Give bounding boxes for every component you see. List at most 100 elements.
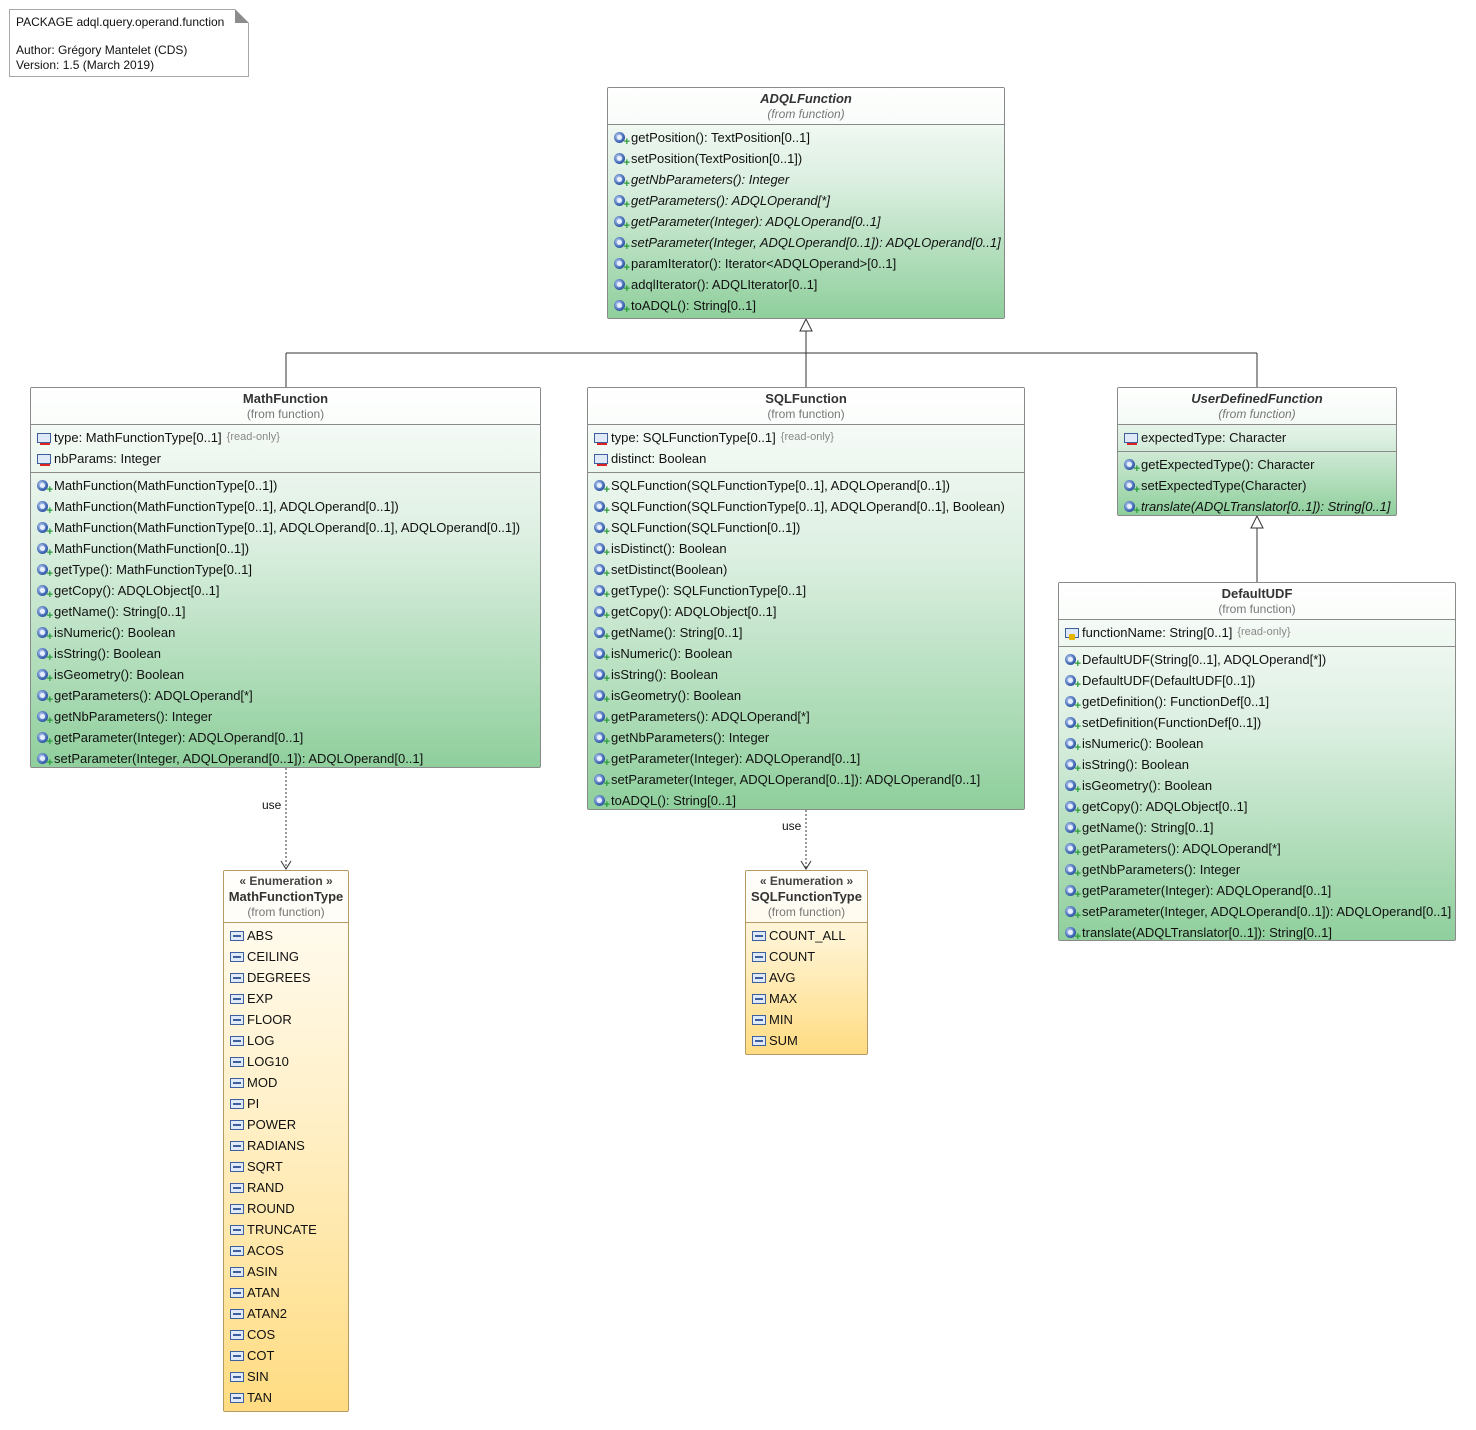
operation-row[interactable]: +DefaultUDF(DefaultUDF[0..1]) xyxy=(1059,670,1455,691)
operation-row[interactable]: +getParameter(Integer): ADQLOperand[0..1… xyxy=(588,748,1024,769)
operation-row[interactable]: +getType(): SQLFunctionType[0..1] xyxy=(588,580,1024,601)
operation-row[interactable]: +getParameters(): ADQLOperand[*] xyxy=(1059,838,1455,859)
operation-row[interactable]: +getType(): MathFunctionType[0..1] xyxy=(31,559,540,580)
operation-row[interactable]: +setParameter(Integer, ADQLOperand[0..1]… xyxy=(588,769,1024,790)
operation-row[interactable]: +getParameters(): ADQLOperand[*] xyxy=(608,190,1004,211)
operation-row[interactable]: +setExpectedType(Character) xyxy=(1118,475,1396,496)
operation-row[interactable]: +getName(): String[0..1] xyxy=(31,601,540,622)
enum-literal[interactable]: FLOOR xyxy=(224,1009,348,1030)
operation-row[interactable]: +getDefinition(): FunctionDef[0..1] xyxy=(1059,691,1455,712)
class-defaultudf[interactable]: DefaultUDF (from function) functionName:… xyxy=(1058,582,1456,943)
operation-row[interactable]: +SQLFunction(SQLFunction[0..1]) xyxy=(588,517,1024,538)
operation-row[interactable]: +setPosition(TextPosition[0..1]) xyxy=(608,148,1004,169)
enum-literal[interactable]: COS xyxy=(224,1324,348,1345)
enum-mathfunctiontype[interactable]: « Enumeration » MathFunctionType (from f… xyxy=(223,870,349,1412)
enum-literal[interactable]: RADIANS xyxy=(224,1135,348,1156)
enum-literal[interactable]: RAND xyxy=(224,1177,348,1198)
operation-row[interactable]: +getCopy(): ADQLObject[0..1] xyxy=(1059,796,1455,817)
operation-row[interactable]: +getNbParameters(): Integer xyxy=(31,706,540,727)
operation-text: getCopy(): ADQLObject[0..1] xyxy=(54,583,220,598)
enum-literal-icon xyxy=(230,1308,244,1319)
operation-row[interactable]: +getNbParameters(): Integer xyxy=(608,169,1004,190)
enum-literal[interactable]: ATAN2 xyxy=(224,1303,348,1324)
operation-row[interactable]: +isString(): Boolean xyxy=(588,664,1024,685)
enum-literal[interactable]: ABS xyxy=(224,925,348,946)
operation-row[interactable]: +translate(ADQLTranslator[0..1]): String… xyxy=(1059,922,1455,943)
operation-row[interactable]: +getParameters(): ADQLOperand[*] xyxy=(31,685,540,706)
attribute-row[interactable]: functionName: String[0..1]{read-only} xyxy=(1059,622,1455,643)
operation-row[interactable]: +getName(): String[0..1] xyxy=(1059,817,1455,838)
operation-row[interactable]: +toADQL(): String[0..1] xyxy=(588,790,1024,811)
enum-literal[interactable]: MIN xyxy=(746,1009,867,1030)
enum-literal[interactable]: SQRT xyxy=(224,1156,348,1177)
enum-literal[interactable]: POWER xyxy=(224,1114,348,1135)
operation-row[interactable]: +isNumeric(): Boolean xyxy=(1059,733,1455,754)
operation-row[interactable]: +setParameter(Integer, ADQLOperand[0..1]… xyxy=(1059,901,1455,922)
operation-row[interactable]: +setDistinct(Boolean) xyxy=(588,559,1024,580)
operation-row[interactable]: +isNumeric(): Boolean xyxy=(31,622,540,643)
attribute-row[interactable]: nbParams: Integer xyxy=(31,448,540,469)
enum-literal[interactable]: COUNT xyxy=(746,946,867,967)
enum-literal[interactable]: MAX xyxy=(746,988,867,1009)
operation-row[interactable]: +setDefinition(FunctionDef[0..1]) xyxy=(1059,712,1455,733)
operation-row[interactable]: +MathFunction(MathFunctionType[0..1], AD… xyxy=(31,496,540,517)
operation-row[interactable]: +MathFunction(MathFunction[0..1]) xyxy=(31,538,540,559)
operation-row[interactable]: +getParameter(Integer): ADQLOperand[0..1… xyxy=(1059,880,1455,901)
attribute-row[interactable]: type: SQLFunctionType[0..1]{read-only} xyxy=(588,427,1024,448)
enum-literal[interactable]: TAN xyxy=(224,1387,348,1408)
class-sqlfunction[interactable]: SQLFunction (from function) type: SQLFun… xyxy=(587,387,1025,810)
enum-literal[interactable]: COUNT_ALL xyxy=(746,925,867,946)
operation-row[interactable]: +adqlIterator(): ADQLIterator[0..1] xyxy=(608,274,1004,295)
enum-literal[interactable]: SUM xyxy=(746,1030,867,1051)
enum-literal[interactable]: COT xyxy=(224,1345,348,1366)
operation-row[interactable]: +SQLFunction(SQLFunctionType[0..1], ADQL… xyxy=(588,475,1024,496)
enum-literal[interactable]: DEGREES xyxy=(224,967,348,988)
enum-sqlfunctiontype[interactable]: « Enumeration » SQLFunctionType (from fu… xyxy=(745,870,868,1055)
attribute-row[interactable]: expectedType: Character xyxy=(1118,427,1396,448)
operation-row[interactable]: +SQLFunction(SQLFunctionType[0..1], ADQL… xyxy=(588,496,1024,517)
enum-literal[interactable]: LOG xyxy=(224,1030,348,1051)
operation-row[interactable]: +isGeometry(): Boolean xyxy=(588,685,1024,706)
operation-row[interactable]: +isString(): Boolean xyxy=(31,643,540,664)
operation-row[interactable]: +getCopy(): ADQLObject[0..1] xyxy=(588,601,1024,622)
operation-row[interactable]: +getNbParameters(): Integer xyxy=(588,727,1024,748)
operation-row[interactable]: +getName(): String[0..1] xyxy=(588,622,1024,643)
enum-literal[interactable]: ASIN xyxy=(224,1261,348,1282)
operation-row[interactable]: +isDistinct(): Boolean xyxy=(588,538,1024,559)
enum-literal[interactable]: PI xyxy=(224,1093,348,1114)
attribute-row[interactable]: distinct: Boolean xyxy=(588,448,1024,469)
operation-row[interactable]: +setParameter(Integer, ADQLOperand[0..1]… xyxy=(608,232,1004,253)
enum-literal[interactable]: SIN xyxy=(224,1366,348,1387)
operation-row[interactable]: +translate(ADQLTranslator[0..1]): String… xyxy=(1118,496,1396,517)
operation-row[interactable]: +toADQL(): String[0..1] xyxy=(608,295,1004,316)
operation-row[interactable]: +getCopy(): ADQLObject[0..1] xyxy=(31,580,540,601)
operation-row[interactable]: +DefaultUDF(String[0..1], ADQLOperand[*]… xyxy=(1059,649,1455,670)
operation-row[interactable]: +setParameter(Integer, ADQLOperand[0..1]… xyxy=(31,748,540,769)
enum-literal[interactable]: MOD xyxy=(224,1072,348,1093)
enum-literal[interactable]: LOG10 xyxy=(224,1051,348,1072)
class-userdefinedfunction[interactable]: UserDefinedFunction (from function) expe… xyxy=(1117,387,1397,516)
enum-literal[interactable]: ROUND xyxy=(224,1198,348,1219)
enum-literal[interactable]: EXP xyxy=(224,988,348,1009)
operation-row[interactable]: +paramIterator(): Iterator<ADQLOperand>[… xyxy=(608,253,1004,274)
enum-literal[interactable]: TRUNCATE xyxy=(224,1219,348,1240)
operation-row[interactable]: +getParameters(): ADQLOperand[*] xyxy=(588,706,1024,727)
class-mathfunction[interactable]: MathFunction (from function) type: MathF… xyxy=(30,387,541,768)
enum-literal[interactable]: ACOS xyxy=(224,1240,348,1261)
enum-literal[interactable]: AVG xyxy=(746,967,867,988)
operation-row[interactable]: +getPosition(): TextPosition[0..1] xyxy=(608,127,1004,148)
operation-row[interactable]: +getParameter(Integer): ADQLOperand[0..1… xyxy=(31,727,540,748)
operation-row[interactable]: +getParameter(Integer): ADQLOperand[0..1… xyxy=(608,211,1004,232)
enum-literal[interactable]: ATAN xyxy=(224,1282,348,1303)
operation-row[interactable]: +getExpectedType(): Character xyxy=(1118,454,1396,475)
class-adqlfunction[interactable]: ADQLFunction (from function) +getPositio… xyxy=(607,87,1005,319)
operation-row[interactable]: +MathFunction(MathFunctionType[0..1], AD… xyxy=(31,517,540,538)
operation-row[interactable]: +isString(): Boolean xyxy=(1059,754,1455,775)
attribute-row[interactable]: type: MathFunctionType[0..1]{read-only} xyxy=(31,427,540,448)
operation-row[interactable]: +getNbParameters(): Integer xyxy=(1059,859,1455,880)
operation-row[interactable]: +isNumeric(): Boolean xyxy=(588,643,1024,664)
operation-row[interactable]: +MathFunction(MathFunctionType[0..1]) xyxy=(31,475,540,496)
operation-row[interactable]: +isGeometry(): Boolean xyxy=(1059,775,1455,796)
enum-literal[interactable]: CEILING xyxy=(224,946,348,967)
operation-row[interactable]: +isGeometry(): Boolean xyxy=(31,664,540,685)
